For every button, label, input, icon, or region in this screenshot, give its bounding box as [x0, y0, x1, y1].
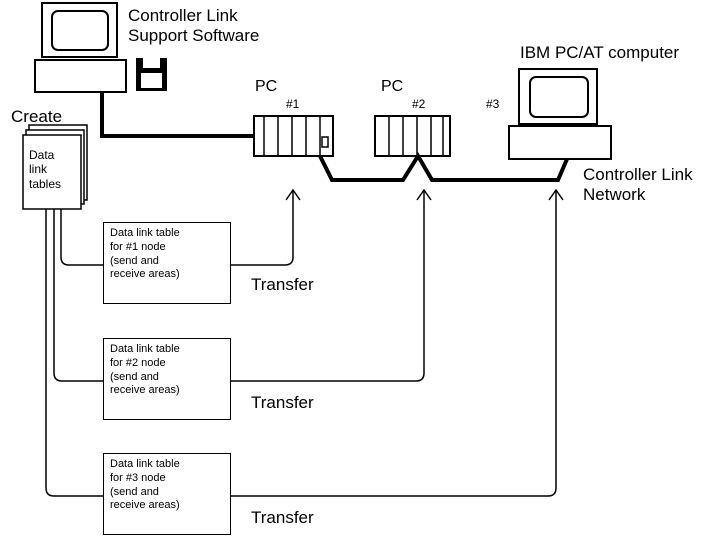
transfer-line-2 — [53, 188, 432, 382]
support-computer-icon — [34, 2, 127, 93]
pc2-node-number: #2 — [412, 97, 426, 111]
support-software-label: Controller Link Support Software — [128, 6, 259, 46]
table-box-line: Data link table — [110, 227, 180, 239]
table-box-line: Data link table — [110, 458, 180, 470]
pc1-plc-icon — [253, 115, 334, 157]
tables-doc-line1: Data — [29, 148, 55, 162]
transfer-label-3: Transfer — [251, 508, 314, 527]
table-box-line: receive areas) — [110, 384, 180, 397]
ibm-pc-label: IBM PC/AT computer — [520, 43, 680, 62]
data-link-tables-label: Data link tables — [29, 148, 61, 191]
table-box-line: for #3 node — [110, 471, 166, 484]
table-box-line: receive areas) — [110, 499, 180, 512]
support-software-label-line1: Controller Link — [128, 6, 238, 25]
pc3-node-number: #3 — [486, 97, 500, 111]
table-box-line: receive areas) — [110, 268, 180, 281]
tables-doc-line2: link — [29, 162, 48, 177]
table-box-line: for #1 node — [110, 240, 166, 253]
pc1-node-number: #1 — [286, 97, 300, 111]
network-label-line1: Controller Link — [583, 165, 693, 184]
transfer-label-2: Transfer — [251, 393, 314, 412]
pc2-plc-icon — [374, 115, 451, 157]
network-label-line2: Network — [583, 185, 646, 205]
network-label: Controller Link Network — [583, 165, 693, 205]
pc2-label: PC — [381, 78, 404, 95]
create-label: Create — [11, 107, 63, 126]
transfer-label-1: Transfer — [251, 275, 314, 294]
table-box-line: Data link table — [110, 343, 180, 355]
table-box-node2: Data link table for #2 node (send and re… — [103, 338, 231, 420]
table-box-node3: Data link table for #3 node (send and re… — [103, 453, 231, 535]
pc1-label: PC — [255, 78, 278, 95]
support-software-label-line2: Support Software — [128, 26, 260, 46]
data-link-tables-doc-icon — [22, 124, 88, 210]
floppy-disk-icon — [136, 58, 167, 91]
table-box-line: (send and — [110, 254, 159, 267]
table-box-line: for #2 node — [110, 356, 166, 369]
transfer-line-1 — [60, 188, 301, 266]
transfer-line-3 — [45, 188, 564, 497]
tables-doc-line3: tables — [29, 176, 62, 191]
table-box-line: (send and — [110, 370, 159, 383]
network-cable — [318, 152, 569, 182]
ibm-computer-icon — [508, 68, 612, 160]
table-box-line: (send and — [110, 485, 159, 498]
table-box-node1: Data link table for #1 node (send and re… — [103, 222, 231, 304]
